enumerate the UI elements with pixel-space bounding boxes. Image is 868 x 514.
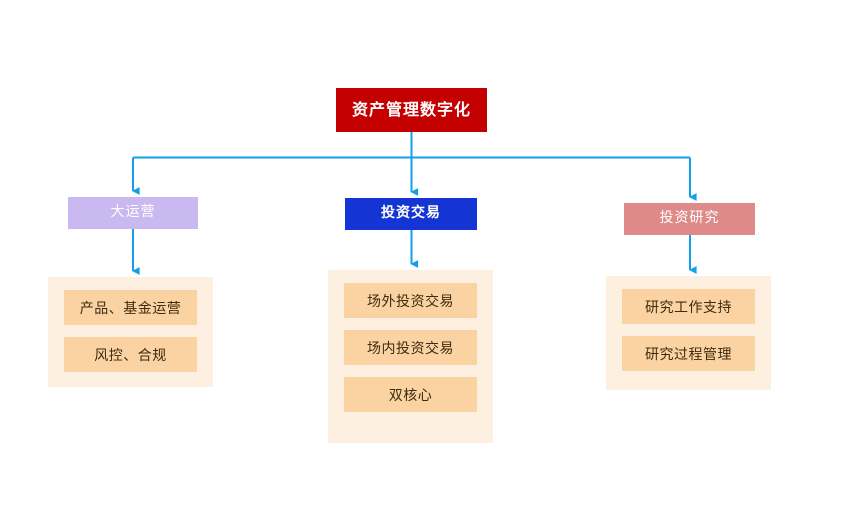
group-container-operations: 产品、基金运营 风控、合规	[48, 277, 213, 387]
branch-node-investment-research[interactable]: 投资研究	[624, 203, 755, 235]
item-box[interactable]: 产品、基金运营	[64, 290, 197, 325]
root-node-asset-management-digitalization[interactable]: 资产管理数字化	[336, 88, 487, 132]
group-container-investment-research: 研究工作支持 研究过程管理	[606, 276, 771, 390]
branch-node-operations[interactable]: 大运营	[68, 197, 198, 229]
item-box[interactable]: 场内投资交易	[344, 330, 477, 365]
branch-node-investment-trading[interactable]: 投资交易	[345, 198, 477, 230]
group-container-investment-trading: 场外投资交易 场内投资交易 双核心	[328, 270, 493, 443]
item-box[interactable]: 研究工作支持	[622, 289, 755, 324]
item-box[interactable]: 场外投资交易	[344, 283, 477, 318]
item-box[interactable]: 研究过程管理	[622, 336, 755, 371]
item-box[interactable]: 风控、合规	[64, 337, 197, 372]
item-box[interactable]: 双核心	[344, 377, 477, 412]
